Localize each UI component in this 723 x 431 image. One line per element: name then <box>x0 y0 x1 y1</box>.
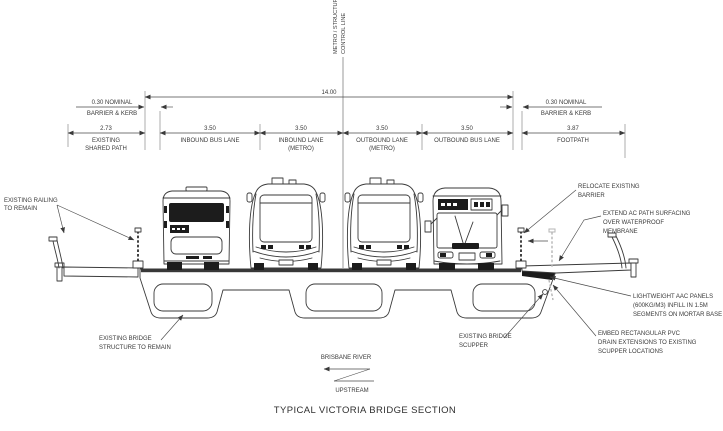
dim-inbound-bus-value: 3.50 <box>204 126 216 132</box>
ann-aac-panels-2: (600KG/M3) INFILL IN 1.5M <box>633 303 708 309</box>
old-barrier-ghost <box>548 228 556 268</box>
right-barrier-dashed <box>515 227 527 269</box>
dimension-labels: 14.00 0.30 NOMINAL BARRIER & KERB 2.73 E… <box>85 90 591 152</box>
dim-barrier-right-label: BARRIER & KERB <box>541 111 591 117</box>
dim-inbound-metro-label-1: INBOUND LANE <box>278 138 323 144</box>
dim-barrier-left-label: BARRIER & KERB <box>87 111 137 117</box>
right-footpath-slab <box>521 262 632 274</box>
ann-relocate-barrier-1: RELOCATE EXISTING <box>578 184 640 190</box>
tram-inbound-drawing <box>246 177 326 270</box>
right-edge-stem <box>630 262 637 278</box>
tram-outbound-drawing <box>344 177 424 270</box>
girder-void-middle <box>305 283 383 312</box>
leader-bridge-structure <box>160 314 184 341</box>
dim-barrier-right-value: 0.30 NOMINAL <box>546 100 587 106</box>
river-direction-indicator: BRISBANE RIVER UPSTREAM <box>321 355 374 394</box>
girder-void-left <box>153 283 213 312</box>
upstream-label: UPSTREAM <box>335 388 368 394</box>
river-zigzag <box>333 368 371 382</box>
extension-lines <box>67 91 626 158</box>
leader-pvc-drain <box>552 284 597 337</box>
dim-inbound-bus-label: INBOUND BUS LANE <box>180 138 239 144</box>
left-edge-stem <box>56 266 63 282</box>
ann-bridge-scupper-1: EXISTING BRIDGE <box>459 334 512 340</box>
leader-railing-right <box>56 204 135 241</box>
dim-outbound-metro-value: 3.50 <box>376 126 388 132</box>
control-line-label-1: METRO / STRUCTURE <box>333 0 339 54</box>
ann-ac-path-3: MEMBRANE <box>603 229 638 235</box>
dim-inbound-metro-label-2: (METRO) <box>288 146 314 152</box>
ann-aac-panels-1: LIGHTWEIGHT AAC PANELS <box>633 294 713 300</box>
dim-outbound-bus-value: 3.50 <box>461 126 473 132</box>
dim-outbound-metro-label-2: (METRO) <box>369 146 395 152</box>
ann-bridge-structure-2: STRUCTURE TO REMAIN <box>99 345 171 351</box>
dim-footpath-label: FOOTPATH <box>557 138 589 144</box>
leader-relocate-barrier <box>523 189 577 234</box>
dim-footpath-value: 3.87 <box>567 126 579 132</box>
leader-railing-left <box>56 204 65 234</box>
girder-void-right <box>472 283 536 312</box>
dim-inbound-metro-value: 3.50 <box>295 126 307 132</box>
right-edge-cap <box>628 258 639 264</box>
road-surfacing <box>141 269 521 273</box>
river-label: BRISBANE RIVER <box>321 355 372 361</box>
ann-bridge-scupper-2: SCUPPER <box>459 343 489 349</box>
ann-aac-panels-3: SEGMENTS ON MORTAR BASE <box>633 312 722 318</box>
ann-relocate-barrier-2: BARRIER <box>578 193 605 199</box>
ann-existing-railing-1: EXISTING RAILING <box>4 198 58 204</box>
dim-overall: 14.00 <box>321 90 337 96</box>
left-cantilever-slab <box>63 266 139 278</box>
left-railing <box>48 236 64 269</box>
dim-shared-label-2: SHARED PATH <box>85 146 127 152</box>
metro-structure-control-line: METRO / STRUCTURE CONTROL LINE <box>333 0 347 268</box>
ann-ac-path-2: OVER WATERPROOF <box>603 220 664 226</box>
ann-pvc-drain-2: DRAIN EXTENSIONS TO EXISTING <box>598 340 697 346</box>
ann-existing-railing-2: TO REMAIN <box>4 206 37 212</box>
dim-outbound-metro-label-1: OUTBOUND LANE <box>356 138 408 144</box>
left-barrier-dashed <box>132 227 144 269</box>
scupper-detail <box>542 289 548 295</box>
dim-shared-label-1: EXISTING <box>92 138 120 144</box>
ann-pvc-drain-3: SCUPPER LOCATIONS <box>598 349 663 355</box>
bus-front-drawing <box>424 187 509 270</box>
dim-shared-value: 2.73 <box>100 126 112 132</box>
ann-pvc-drain-1: EMBED RECTANGULAR PVC <box>598 331 681 337</box>
drawing-title: TYPICAL VICTORIA BRIDGE SECTION <box>274 405 456 416</box>
leader-aac-panels <box>549 275 632 297</box>
dimension-lines <box>67 94 626 136</box>
bridge-structure <box>48 227 639 319</box>
dim-barrier-left-value: 0.30 NOMINAL <box>92 100 133 106</box>
ann-ac-path-1: EXTEND AC PATH SURFACING <box>603 211 691 217</box>
bus-rear-drawing <box>162 186 231 270</box>
drain-extension-dashed <box>548 279 554 301</box>
ann-bridge-structure-1: EXISTING BRIDGE <box>99 336 152 342</box>
control-line-label-2: CONTROL LINE <box>341 13 347 54</box>
dim-outbound-bus-label: OUTBOUND BUS LANE <box>434 138 500 144</box>
annotations: EXISTING RAILING TO REMAIN RELOCATE EXIS… <box>4 184 722 355</box>
leader-ac-path <box>558 215 602 262</box>
leader-bridge-scupper <box>503 293 544 339</box>
right-railing <box>607 232 627 269</box>
